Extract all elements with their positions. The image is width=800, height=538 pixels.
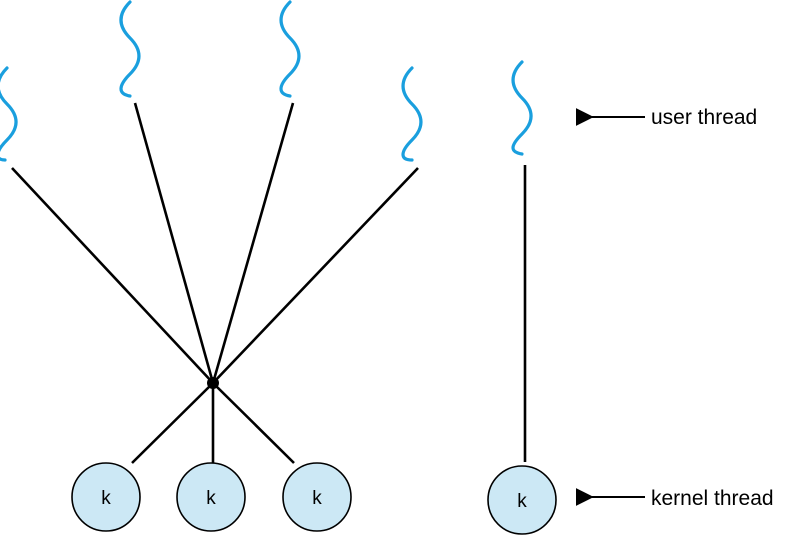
kernel-thread: k (176, 462, 246, 532)
kernel-thread-label: k (312, 488, 322, 509)
hub-junction-dot (207, 377, 219, 389)
legend-kernel-thread-circle-icon (487, 465, 557, 535)
user-thread-wavy-line-icon (279, 0, 301, 98)
kernel-thread-circle-icon (71, 462, 141, 532)
kernel-thread-circle-icon (176, 462, 246, 532)
legend-user-thread-wavy-line-icon (511, 60, 533, 156)
legend-labels: user thread kernel thread (575, 106, 774, 510)
user-thread-wavy-line-icon (119, 0, 141, 98)
user-to-hub-line (11, 167, 214, 384)
kernel-thread-legend-label: kernel thread (651, 487, 774, 510)
kernel-thread-label: k (101, 488, 111, 509)
user-to-hub-line (212, 167, 419, 384)
user-to-hub-line (211, 102, 295, 384)
legend-example-group: k (487, 60, 557, 535)
kernel-thread: k (71, 462, 141, 532)
many-to-many-group: k k k (0, 0, 423, 532)
kernel-thread: k (282, 462, 352, 532)
hub-to-kernel-line (131, 382, 214, 464)
legend-kernel-thread-label: k (517, 491, 527, 512)
user-to-hub-line (133, 102, 215, 384)
hub-to-kernel-line (212, 382, 295, 464)
kernel-thread-circle-icon (282, 462, 352, 532)
user-thread-label: user thread (651, 106, 757, 129)
kernel-thread-label: k (206, 488, 216, 509)
user-thread-wavy-line-icon (0, 66, 18, 162)
user-thread-wavy-line-icon (401, 66, 423, 162)
